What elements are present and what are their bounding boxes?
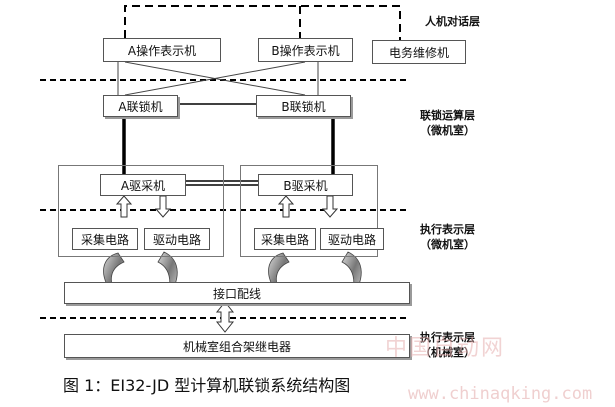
arrow-interface-relay [215, 301, 235, 333]
maintenance-computer: 电务维修机 [372, 40, 466, 64]
interface-wiring: 接口配线 [64, 282, 410, 304]
collect-circuit-b: 采集电路 [254, 228, 316, 250]
watermark-cn: 中国自动网 [385, 336, 506, 361]
hmi-network-bus [124, 5, 401, 40]
layer-label-exec-line1: 执行表示层 [420, 223, 475, 236]
operator-display-b: B操作表示机 [258, 38, 353, 62]
relay-rack: 机械室组合架继电器 [64, 334, 410, 358]
drive-circuit-a: 驱动电路 [144, 228, 210, 250]
exec-group-b [240, 165, 378, 257]
exec-group-a [58, 165, 224, 257]
driver-collector-a: A驱采机 [100, 174, 186, 196]
figure-caption: 图 1：EI32-JD 型计算机联锁系统结构图 [63, 376, 351, 395]
layer-label-exec: 执行表示层 （微机室） [420, 222, 475, 252]
interlock-computer-a: A联锁机 [103, 95, 178, 117]
layer-label-interlock: 联锁运算层 （微机室） [420, 108, 475, 138]
layer-label-exec-mech: 执行表示层 （机械室） [420, 330, 475, 360]
arrow-drive-a-down [154, 195, 172, 218]
arrow-collect-a-up [115, 195, 133, 218]
layer-label-hmi: 人机对话层 [425, 15, 480, 28]
arrow-drive-b-down [321, 195, 339, 218]
layer-label-exec-mech-line1: 执行表示层 [420, 331, 475, 344]
link-opb-ila [124, 61, 306, 96]
arrow-collect-b-up [277, 195, 295, 218]
driver-collector-b: B驱采机 [258, 174, 353, 196]
layer-label-exec-mech-line2: （机械室） [420, 346, 475, 359]
layer-label-interlock-line2: （微机室） [420, 124, 475, 137]
watermark-url: www.chinaqking.com [408, 384, 593, 404]
drive-circuit-b: 驱动电路 [320, 228, 384, 250]
layer-label-exec-line2: （微机室） [420, 238, 475, 251]
operator-display-a: A操作表示机 [103, 38, 221, 62]
interlock-computer-b: B联锁机 [256, 95, 351, 117]
collect-circuit-a: 采集电路 [72, 228, 138, 250]
layer-label-interlock-line1: 联锁运算层 [420, 109, 475, 122]
